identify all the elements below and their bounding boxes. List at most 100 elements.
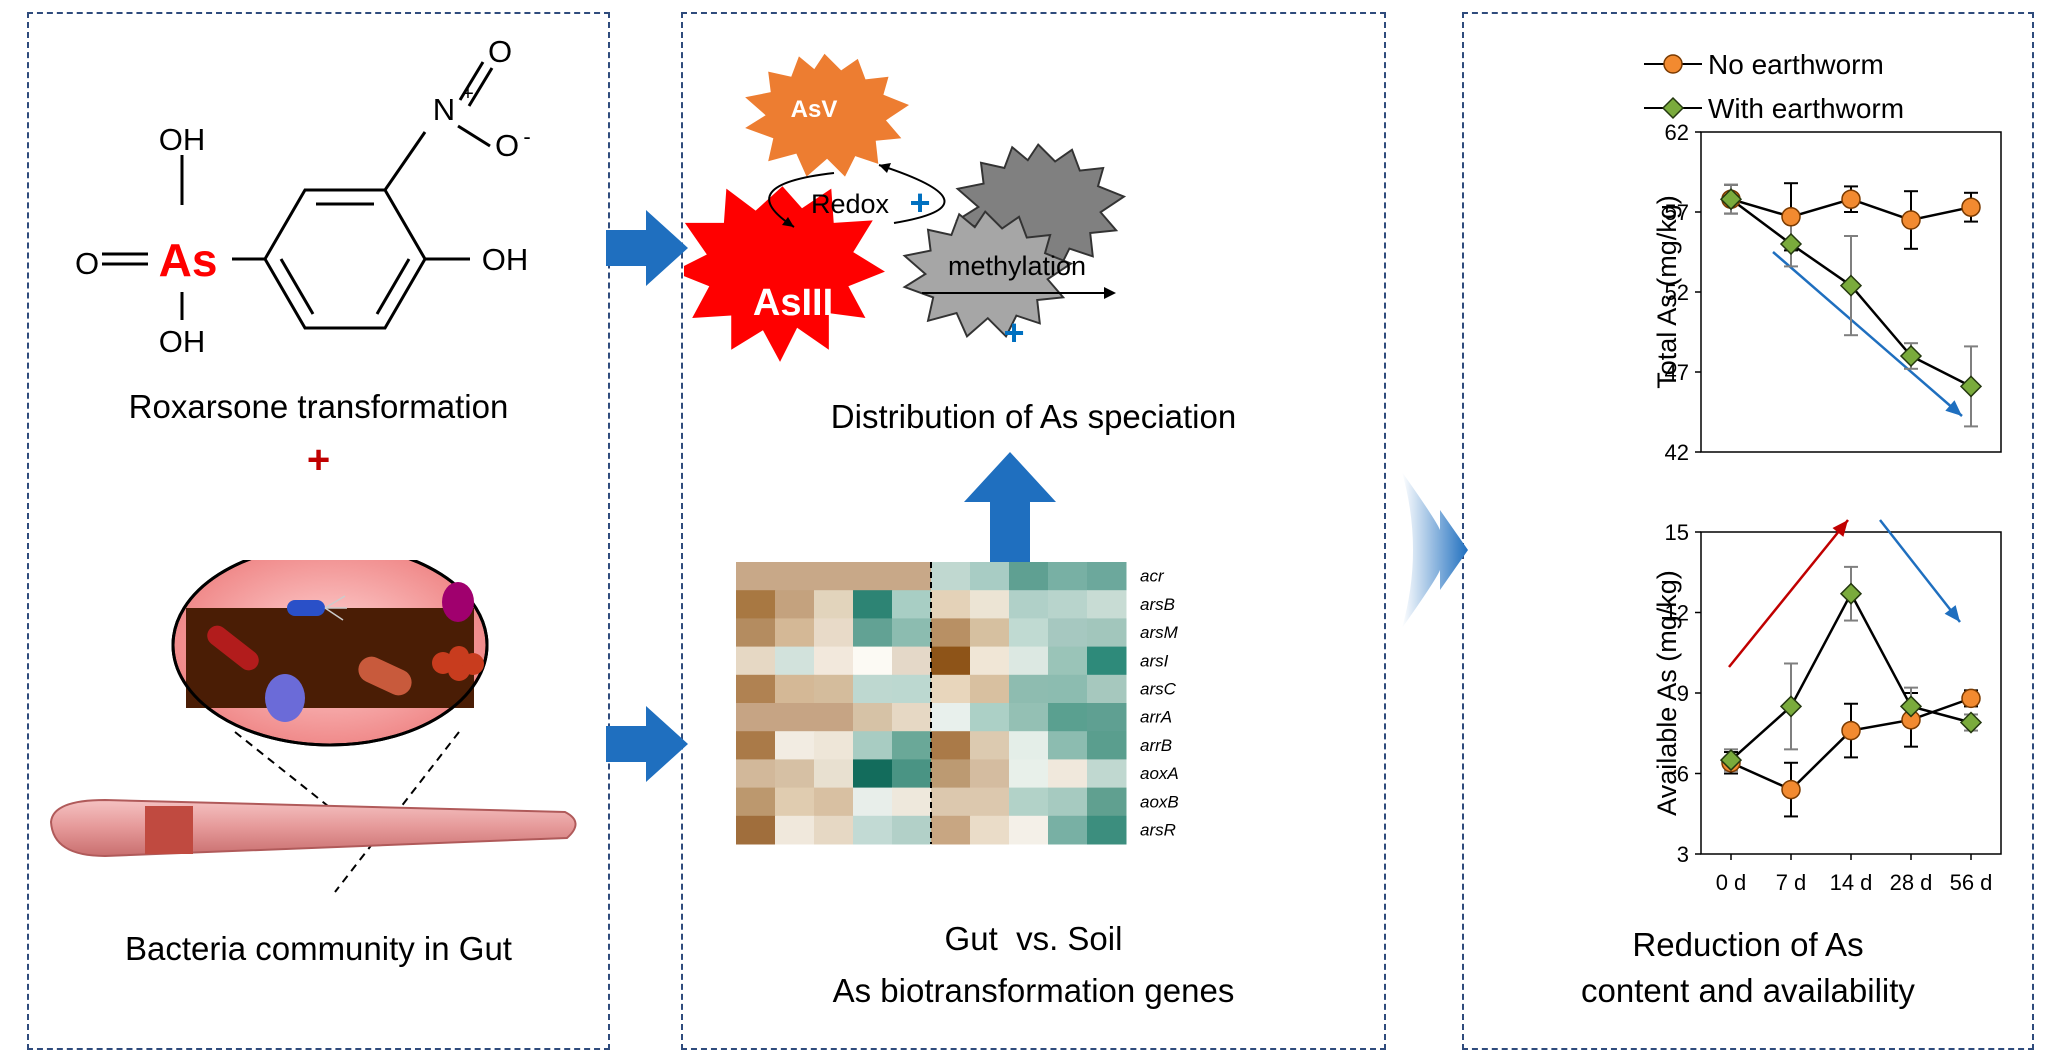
y-tick-label: 42: [1665, 440, 1689, 465]
plus-sign-methylation: +: [1003, 312, 1024, 353]
heatmap-cell: [892, 731, 932, 760]
heatmap-cell: [1087, 674, 1127, 704]
heatmap-cell: [853, 731, 893, 760]
trend-arrow-head: [1945, 400, 1962, 416]
heatmap-cell: [775, 787, 815, 817]
y-tick-label: 52: [1665, 280, 1689, 305]
heatmap-cell: [892, 562, 932, 591]
heatmap-cell: [1048, 759, 1088, 789]
heatmap-cell: [1009, 590, 1049, 619]
heatmap-cell: [853, 703, 893, 732]
heatmap-cell: [1009, 703, 1049, 732]
gut-illustration: [49, 560, 577, 893]
heatmap-cell: [775, 646, 815, 676]
panel-reduction: [1462, 12, 2034, 1050]
trend-arrow: [1879, 519, 1961, 623]
heatmap-cell: [892, 590, 932, 619]
heatmap-cell: [1087, 703, 1127, 732]
heatmap-cell: [970, 590, 1010, 619]
heatmap-cell: [892, 674, 932, 704]
arrow-up-icon: [964, 452, 1056, 568]
heatmap-cell: [775, 703, 815, 732]
y-tick-label: 47: [1665, 360, 1689, 385]
heatmap-cell: [892, 759, 932, 789]
reduction-caption-line2: content and availability: [1581, 972, 1915, 1009]
gene-label: aoxB: [1140, 792, 1179, 811]
y-axis-label: Available As (mg/kg): [1652, 570, 1682, 816]
gene-label: arsC: [1140, 680, 1177, 699]
heatmap-cell: [1009, 646, 1049, 676]
point-no-earthworm: [1841, 189, 1861, 209]
heatmap-cell: [814, 674, 854, 704]
heatmap-cell: [1087, 731, 1127, 760]
speciation-diagram: AsV AsIII DMA MMA Redox + methylation +: [684, 53, 1271, 362]
hydroxyl-top: OH: [159, 122, 206, 157]
point-no-earthworm: [1781, 779, 1801, 800]
gene-label: acr: [1140, 567, 1165, 586]
heatmap-cell: [1048, 787, 1088, 817]
heatmap-cell: [892, 646, 932, 676]
chart-legend: No earthworm With earthworm: [1644, 49, 1904, 124]
gut-caption: Bacteria community in Gut: [125, 930, 512, 967]
roxarsone-molecule: OH OH As O N + O O - OH: [75, 34, 531, 359]
point-no-earthworm: [1961, 197, 1981, 217]
gradient-arrow-icon: [1402, 472, 1468, 628]
heatmap-cell: [970, 787, 1010, 817]
heatmap-cell: [970, 618, 1010, 648]
point-with-earthworm: [1779, 695, 1803, 718]
redox-label: Redox: [811, 189, 890, 219]
heatmap-cell: [775, 674, 815, 704]
gene-label: aoxA: [1140, 764, 1179, 783]
heatmap-cell: [775, 759, 815, 789]
point-with-earthworm: [1719, 749, 1743, 772]
plus-sign-left: +: [306, 438, 331, 482]
heatmap-cell: [853, 674, 893, 704]
hydroxyl-bottom: OH: [159, 324, 206, 359]
nitro-oxygen: O: [488, 34, 512, 69]
y-tick-label: 6: [1677, 762, 1689, 787]
heatmap-cell: [931, 703, 971, 732]
heatmap-cell: [1009, 562, 1049, 591]
heatmap-cell: [775, 590, 815, 619]
hydroxyl-ring: OH: [482, 242, 529, 277]
heatmap-cell: [931, 787, 971, 817]
heatmap-cell: [931, 674, 971, 704]
nitro-charge-plus: +: [462, 83, 474, 105]
y-tick-label: 3: [1677, 842, 1689, 867]
trend-arrow: [1772, 251, 1963, 417]
heatmap-cell: [931, 759, 971, 789]
heatmap-cell: [1048, 646, 1088, 676]
asv-label: AsV: [791, 96, 838, 123]
heatmap-cell: [1048, 562, 1088, 591]
point-with-earthworm: [1779, 232, 1803, 256]
y-tick-label: 12: [1665, 601, 1689, 626]
y-tick-label: 62: [1665, 120, 1689, 145]
heatmap-cell: [1048, 590, 1088, 619]
y-tick-label: 9: [1677, 681, 1689, 706]
heatmap-cell: [736, 731, 776, 760]
heatmap-cell: [814, 759, 854, 789]
trend-arrow-head: [1832, 520, 1848, 537]
heatmap-cell: [853, 562, 893, 591]
y-tick-label: 15: [1665, 520, 1689, 545]
heatmap-cell: [892, 787, 932, 817]
plus-sign-redox: +: [909, 182, 930, 223]
heatmap-cell: [814, 646, 854, 676]
point-no-earthworm: [1841, 720, 1861, 741]
nitro-nitrogen: N: [433, 92, 455, 127]
gene-label: arsB: [1140, 595, 1175, 614]
heatmap-cell: [736, 703, 776, 732]
heatmap-cell: [931, 731, 971, 760]
point-no-earthworm: [1901, 210, 1921, 230]
heatmap-cell: [1009, 759, 1049, 789]
heatmap-cell: [853, 787, 893, 817]
heatmap-cell: [1009, 731, 1049, 760]
x-tick-label: 14 d: [1830, 870, 1873, 895]
heatmap-cell: [775, 815, 815, 845]
heatmap-cell: [970, 646, 1010, 676]
heatmap-cell: [1087, 646, 1127, 676]
heatmap-cell: [1009, 674, 1049, 704]
heatmap-cell: [775, 562, 815, 591]
heatmap-cell: [1048, 731, 1088, 760]
